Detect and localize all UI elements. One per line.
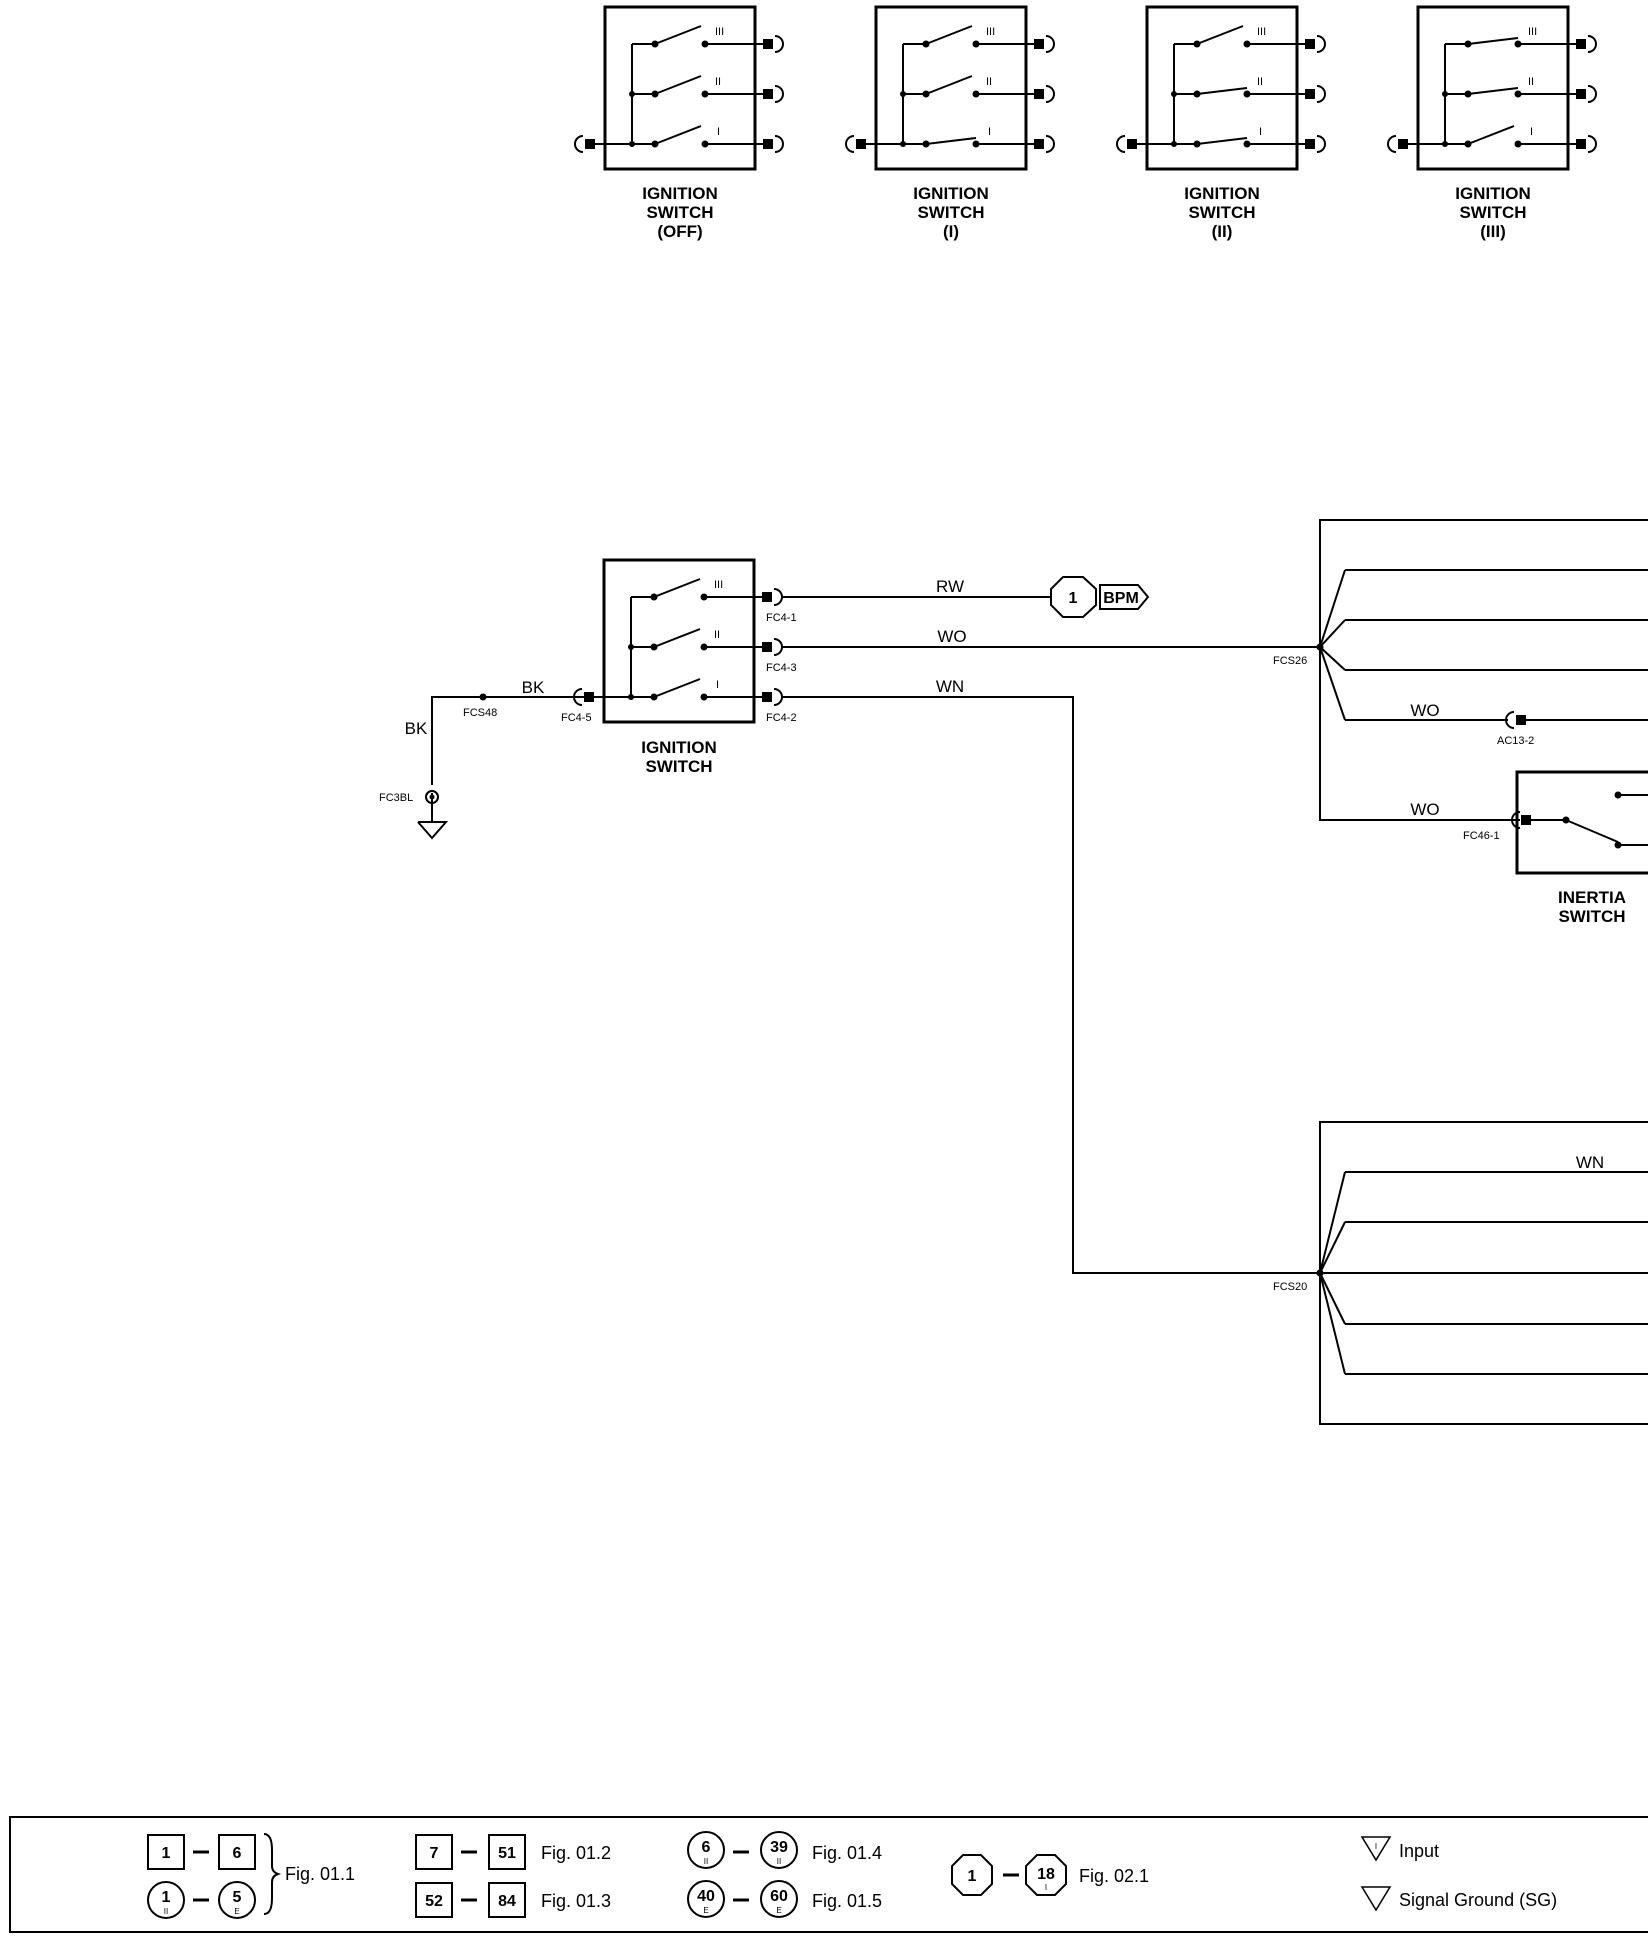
signal-ground-icon (1360, 1886, 1392, 1912)
svg-text:1: 1 (968, 1868, 977, 1885)
svg-text:39: 39 (770, 1839, 788, 1856)
connector-fc46-1: FC46-1 (1463, 830, 1500, 842)
wire-label-wo-inertia: WO (1410, 800, 1439, 819)
legend-fig-02-1: Fig. 02.1 (1079, 1866, 1149, 1886)
legend-signal-ground-label: Signal Ground (SG) (1399, 1890, 1557, 1910)
wires (417, 596, 1320, 1274)
legend-input-label: Input (1399, 1841, 1439, 1861)
splice-label-fcs20: FCS20 (1273, 1281, 1307, 1293)
svg-text:60: 60 (770, 1888, 788, 1905)
legend-fig-01-3: Fig. 01.3 (541, 1891, 611, 1911)
input-symbol-icon (1360, 1836, 1392, 1862)
connector-fc4-5: FC4-5 (561, 712, 592, 724)
state-off-label: (OFF) (657, 222, 702, 241)
wire-label-bk-horizontal: BK (522, 678, 545, 697)
legend-fig-01-4: Fig. 01.4 (812, 1843, 882, 1863)
svg-text:40: 40 (697, 1888, 715, 1905)
state-ii-label: (II) (1212, 222, 1233, 241)
svg-text:I: I (1375, 1842, 1377, 1851)
main-ignition-switch: III II I IGNITION SWITCH (572, 558, 784, 776)
svg-text:1: 1 (162, 1889, 171, 1906)
wire-label-wo: WO (937, 627, 966, 646)
ignition-switch-off: III II I IGNITION SWITCH (OFF) (573, 5, 785, 241)
splice-fcs20 (1316, 1269, 1324, 1277)
legend-fig-01-5: Fig. 01.5 (812, 1891, 882, 1911)
svg-text:52: 52 (425, 1893, 443, 1910)
svg-text:III: III (714, 579, 723, 591)
svg-text:6: 6 (702, 1839, 711, 1856)
distribution-block-fcs26 (1319, 519, 1648, 821)
ground-label-fc3bl: FC3BL (379, 792, 413, 804)
ignition-switch-i: III II I IGNITION SWITCH (I) (844, 5, 1056, 241)
wire-label-wo-ac13: WO (1410, 701, 1439, 720)
svg-text:III: III (1257, 26, 1266, 38)
svg-text:I: I (716, 679, 719, 691)
connector-ac13-2: AC13-2 (1497, 735, 1534, 747)
svg-text:E: E (776, 1906, 781, 1915)
svg-text:I: I (1530, 126, 1533, 138)
state-iii-label: (III) (1480, 222, 1506, 241)
main-switch-title: IGNITION (641, 738, 717, 757)
connector-fc4-2: FC4-2 (766, 712, 797, 724)
splice-fcs48 (479, 693, 487, 701)
svg-text:III: III (986, 26, 995, 38)
ignition-switch-ii: III II I IGNITION SWITCH (II) (1115, 5, 1327, 241)
svg-text:84: 84 (498, 1893, 516, 1910)
svg-text:E: E (234, 1907, 239, 1916)
svg-text:II: II (986, 76, 992, 88)
svg-text:I: I (1259, 126, 1262, 138)
svg-text:I: I (988, 126, 991, 138)
svg-text:II: II (1528, 76, 1534, 88)
svg-text:5: 5 (233, 1889, 242, 1906)
svg-text:BPM: BPM (1103, 590, 1139, 607)
legend-fig-01-1: Fig. 01.1 (285, 1864, 355, 1884)
wire-label-wn: WN (936, 677, 964, 696)
inertia-switch-label: INERTIA (1558, 888, 1626, 907)
svg-text:1: 1 (1069, 590, 1078, 607)
splice-label-fcs48: FCS48 (463, 707, 497, 719)
svg-text:SWITCH: SWITCH (1459, 203, 1526, 222)
svg-text:IGNITION: IGNITION (642, 184, 718, 203)
state-i-label: (I) (943, 222, 959, 241)
connector-fc4-3: FC4-3 (766, 662, 797, 674)
svg-text:SWITCH: SWITCH (645, 757, 712, 776)
legend: 1 6 1 II 5 E Fig. 01.1 7 51 Fig. 01.2 52… (9, 1816, 1648, 1933)
svg-text:18: 18 (1037, 1866, 1055, 1883)
legend-box-6: 6 (233, 1845, 242, 1862)
connector-fc4-1: FC4-1 (766, 612, 797, 624)
svg-text:SWITCH: SWITCH (1188, 203, 1255, 222)
svg-text:II: II (164, 1907, 168, 1916)
legend-box-1: 1 (162, 1845, 171, 1862)
position-label-iii: III (715, 26, 724, 38)
splice-label-fcs26: FCS26 (1273, 655, 1307, 667)
ignition-switch-iii: III II I IGNITION SWITCH (III) (1386, 5, 1598, 241)
svg-text:E: E (703, 1906, 708, 1915)
ground-fc3bl (425, 790, 439, 804)
splice-fcs26 (1316, 643, 1324, 651)
svg-text:SWITCH: SWITCH (917, 203, 984, 222)
inertia-switch (1511, 770, 1648, 875)
wire-label-wn-block: WN (1576, 1153, 1604, 1172)
svg-text:I: I (1045, 1883, 1047, 1892)
svg-text:II: II (777, 1857, 781, 1866)
svg-text:51: 51 (498, 1845, 516, 1862)
svg-text:IGNITION: IGNITION (1455, 184, 1531, 203)
wire-label-rw: RW (936, 577, 964, 596)
wire-label-bk-vertical: BK (405, 719, 428, 738)
svg-text:II: II (1257, 76, 1263, 88)
svg-text:IGNITION: IGNITION (1184, 184, 1260, 203)
svg-text:SWITCH: SWITCH (646, 203, 713, 222)
svg-text:SWITCH: SWITCH (1558, 907, 1625, 926)
svg-text:II: II (714, 629, 720, 641)
svg-text:III: III (1528, 26, 1537, 38)
svg-text:II: II (704, 1857, 708, 1866)
svg-text:7: 7 (430, 1845, 439, 1862)
svg-text:IGNITION: IGNITION (913, 184, 989, 203)
position-label-i: I (717, 126, 720, 138)
position-label-ii: II (715, 76, 721, 88)
reference-bpm: 1 BPM (1050, 576, 1150, 618)
legend-fig-01-2: Fig. 01.2 (541, 1843, 611, 1863)
